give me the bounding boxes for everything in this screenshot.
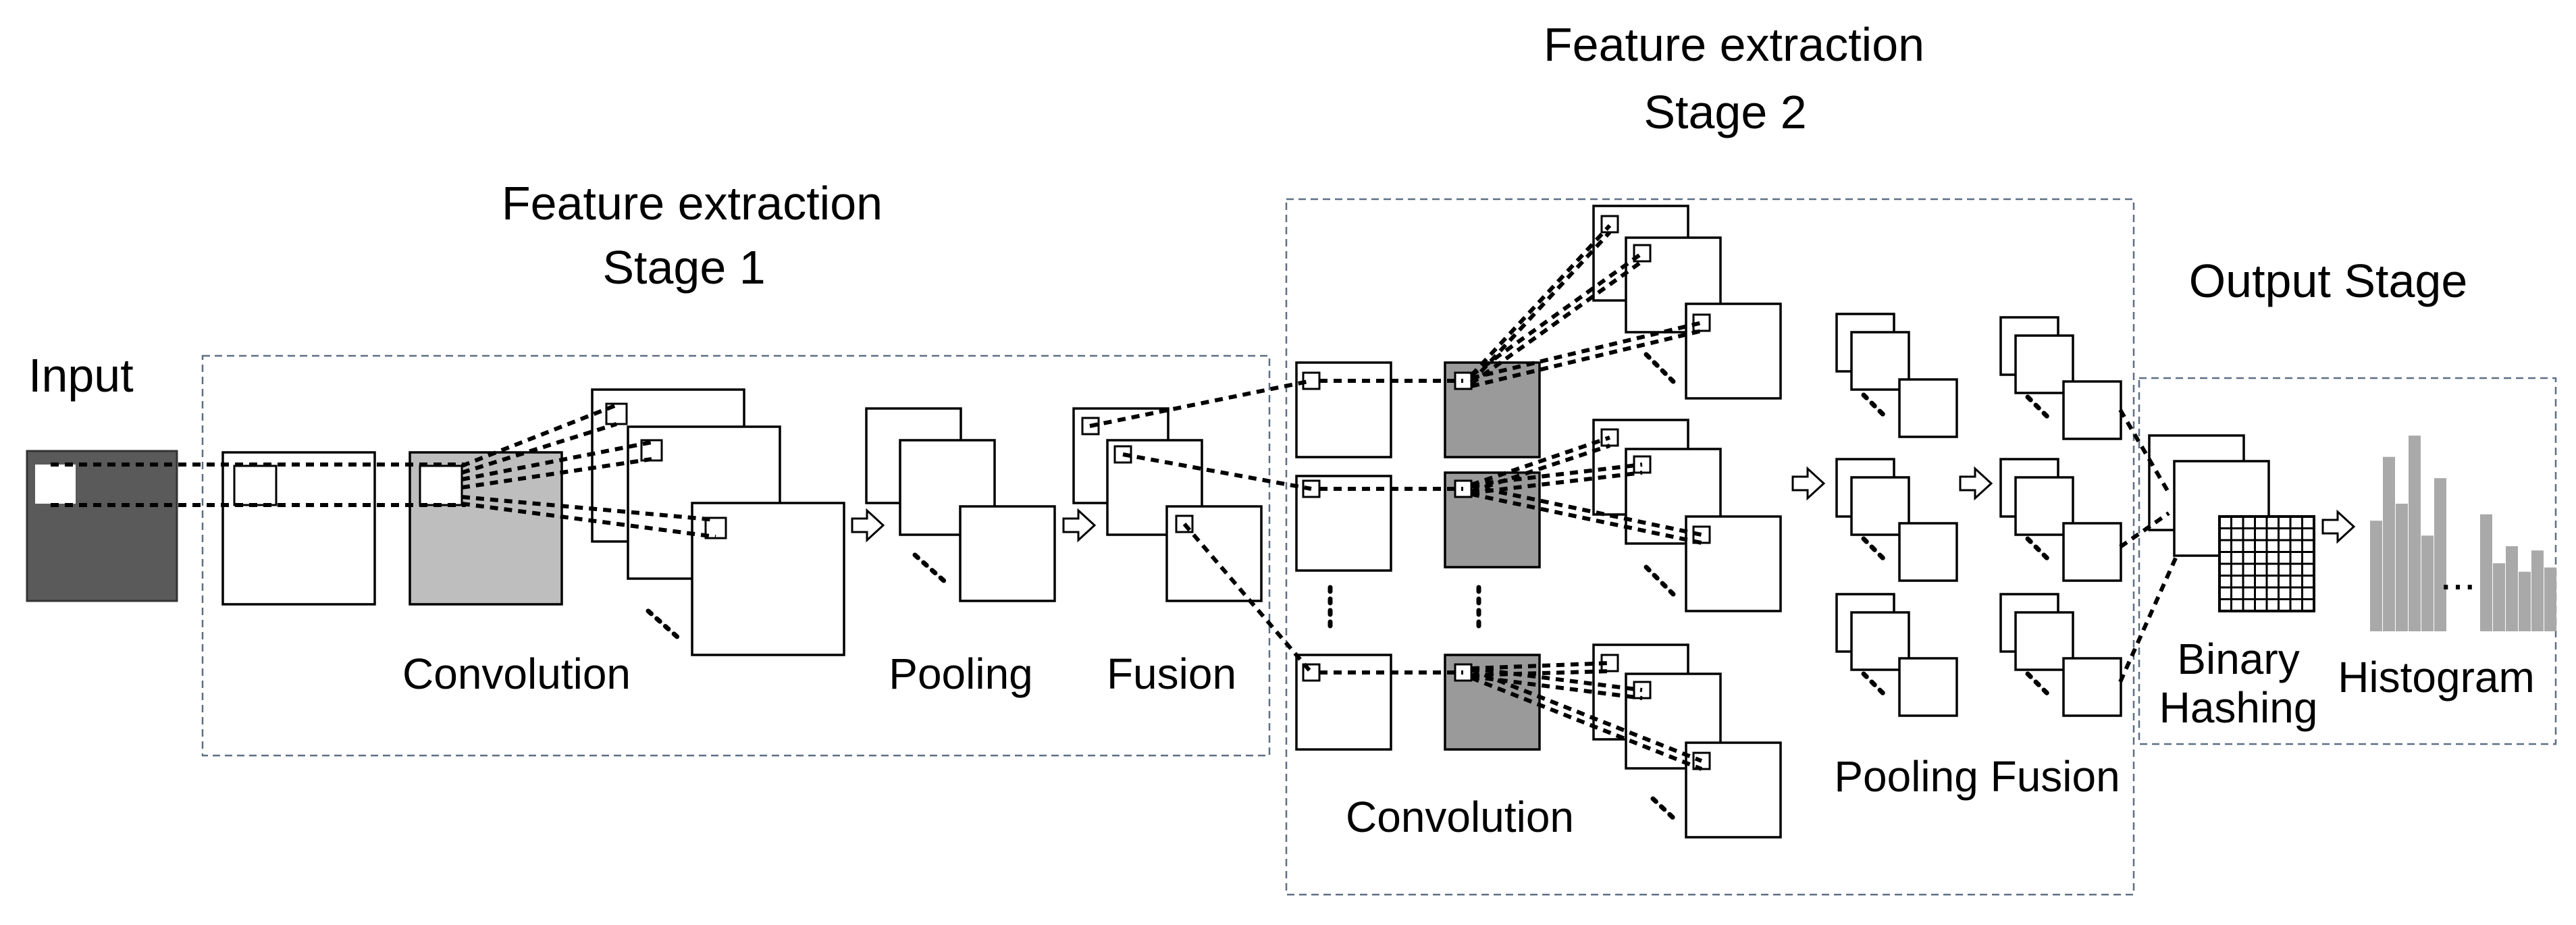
stage2-fusion-map — [2062, 380, 2122, 440]
histogram-bar — [2544, 567, 2556, 631]
stage2-title-line2: Stage 2 — [1644, 86, 1806, 138]
receptive-field-link — [1471, 321, 1702, 380]
histogram-bar — [2409, 435, 2421, 631]
histogram-bar — [2421, 535, 2434, 631]
stage1-box — [201, 354, 1271, 757]
arrow-pool-to-fusion — [1959, 466, 1993, 501]
arrow-conv-to-pool — [851, 508, 885, 543]
more-maps-dots — [912, 552, 948, 585]
receptive-field-link — [461, 457, 652, 490]
more-maps-dots — [2025, 671, 2051, 697]
output-stage-title: Output Stage — [2189, 255, 2468, 307]
stage2-title-line1: Feature extraction — [1544, 18, 1924, 71]
receptive-field-link — [1470, 676, 1703, 771]
histogram-chart — [2370, 435, 2556, 631]
receptive-field-link — [461, 422, 617, 475]
histogram-bar — [2396, 504, 2408, 631]
more-maps-dots — [1650, 796, 1679, 823]
histogram-bar — [2383, 456, 2395, 631]
more-maps-dots — [2025, 536, 2051, 562]
histogram-label: Histogram — [2338, 653, 2535, 702]
more-maps-dots — [1644, 352, 1676, 384]
stage2-conv-patch — [1600, 215, 1619, 234]
stage2-filter-patch — [1454, 479, 1473, 498]
receptive-field-link — [1471, 669, 1610, 677]
arrow-hashing-to-histogram — [2321, 509, 2356, 544]
stage2-pooling-fusion-label: Pooling Fusion — [1834, 752, 2120, 801]
stage1-fusion-label: Fusion — [1107, 650, 1236, 698]
receptive-field-link — [461, 440, 652, 481]
more-maps-dots — [646, 608, 681, 641]
histogram-bar — [2493, 563, 2505, 631]
receptive-field-link — [1469, 223, 1612, 377]
histogram-bar — [2519, 571, 2531, 631]
receptive-field-link — [1470, 251, 1644, 377]
input-label: Input — [28, 349, 134, 402]
receptive-field-link — [1471, 329, 1702, 388]
fusion-link — [1089, 379, 1312, 428]
stage1-pool-map — [899, 439, 996, 536]
output-link — [2118, 408, 2171, 494]
binary-hashing-grid-lines — [2219, 517, 2314, 611]
binary-hashing-label-line1: Binary — [2177, 635, 2299, 683]
output-link — [2119, 511, 2170, 549]
binary-hashing-label-line2: Hashing — [2159, 683, 2318, 732]
stage2-pool-map — [1898, 378, 1958, 438]
arrow-conv-to-pool — [1791, 466, 1826, 501]
receptive-field-link — [1471, 484, 1702, 537]
receptive-field-link — [1471, 462, 1643, 487]
histogram-bar — [2370, 521, 2382, 631]
stage1-convolution-label: Convolution — [402, 650, 631, 698]
stage2-filter-patch — [1454, 663, 1473, 682]
stage1-title-line2: Stage 1 — [602, 241, 765, 294]
receptive-field-link — [1470, 259, 1644, 386]
receptive-field-link — [1471, 666, 1643, 692]
stage1-filter-patch — [419, 465, 463, 506]
histogram-ellipsis: ... — [2440, 550, 2475, 599]
stage2-pool-map — [1898, 522, 1958, 582]
stage2-pool-map — [1898, 657, 1958, 717]
stage1-pool-map — [959, 505, 1056, 602]
stage2-convolution-label: Convolution — [1346, 793, 1574, 841]
more-maps-dots — [1861, 536, 1887, 562]
receptive-field-link — [1471, 661, 1610, 670]
output-link — [2118, 552, 2180, 683]
output-stage-box — [2138, 377, 2557, 745]
histogram-bar — [2434, 478, 2446, 631]
receptive-field-link — [1471, 435, 1610, 487]
histogram-bar — [2506, 546, 2518, 631]
receptive-field-link — [1470, 668, 1703, 763]
fusion-link — [1182, 523, 1313, 674]
more-maps-dots — [1644, 564, 1676, 597]
histogram-bar — [2531, 550, 2544, 631]
more-maps-dots — [1861, 392, 1887, 418]
stage2-fusion-map — [2062, 522, 2122, 582]
fusion-link — [1122, 452, 1312, 491]
stage1-pooling-label: Pooling — [889, 650, 1033, 698]
arrow-pool-to-fusion — [1062, 508, 1097, 543]
receptive-field-link — [1471, 444, 1610, 494]
more-maps-dots — [2025, 394, 2051, 420]
stage2-fusion-map — [2062, 657, 2122, 717]
receptive-field-link — [461, 502, 716, 539]
input-patch — [35, 465, 76, 504]
stage2-fusion-map — [2014, 476, 2074, 536]
stage2-box — [1285, 198, 2135, 896]
receptive-field-link — [1471, 471, 1643, 495]
histogram-bar — [2480, 514, 2492, 631]
receptive-field-link — [1471, 492, 1702, 545]
stage1-title-line1: Feature extraction — [502, 177, 883, 230]
more-maps-dots — [1861, 671, 1887, 697]
stage1-input-patch — [233, 465, 278, 506]
